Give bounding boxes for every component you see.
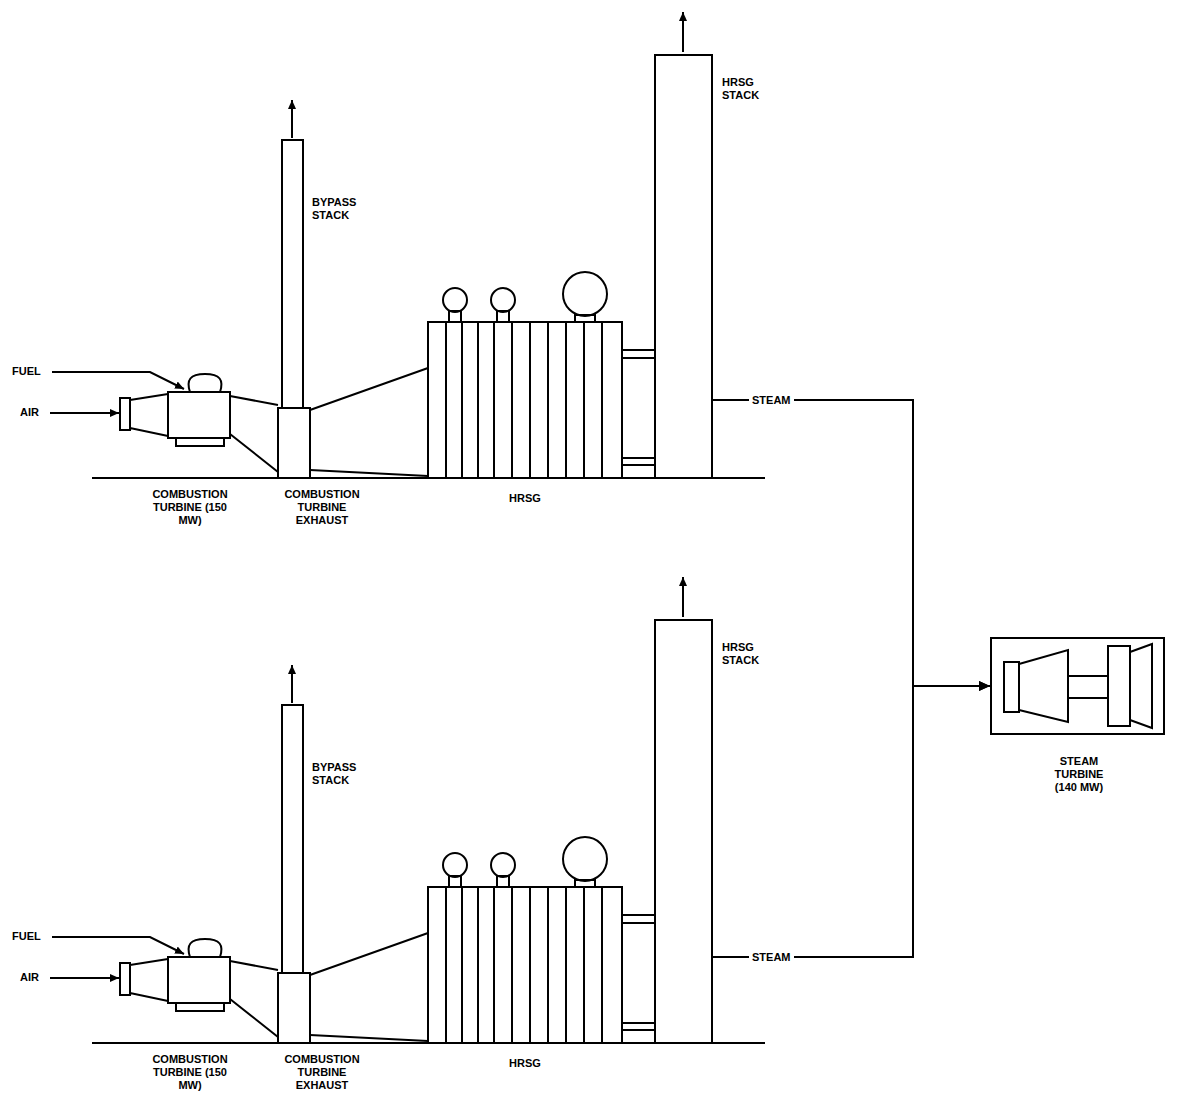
drum-neck xyxy=(575,315,595,322)
exhaust-diffuser xyxy=(310,368,428,476)
hrsg-unit: HRSG xyxy=(428,887,712,1097)
turbine-exhaust-bell xyxy=(1130,644,1152,728)
node-label: COMBUSTION TURBINE (150 MW) xyxy=(145,1053,235,1092)
input-label: FUEL xyxy=(12,930,41,943)
edge-label: STEAM xyxy=(749,394,794,407)
turbine-lp-section xyxy=(1108,646,1130,726)
exhaust-duct xyxy=(278,408,310,478)
steam-turbine-symbol xyxy=(1004,644,1152,728)
turbine-hp-section xyxy=(1019,650,1068,722)
edge-label: STEAM xyxy=(749,951,794,964)
turbine-shaft xyxy=(1068,676,1108,698)
stack-label: BYPASS STACK xyxy=(312,761,368,787)
node-label: HRSG xyxy=(428,1057,622,1070)
node-label: HRSG xyxy=(428,492,622,505)
turbine-dome xyxy=(189,374,222,392)
stack-connection xyxy=(622,350,655,465)
exhaust-label: COMBUSTION TURBINE EXHAUST xyxy=(277,1053,367,1092)
turbine-hp-end xyxy=(1004,662,1019,712)
generating-unit xyxy=(50,12,765,478)
stack-label: HRSG STACK xyxy=(722,76,778,102)
stack-label: HRSG STACK xyxy=(722,641,778,667)
bypass-stack xyxy=(282,140,303,408)
hrsg-stack xyxy=(655,55,712,478)
steam-line xyxy=(712,400,990,686)
turbine-transition xyxy=(230,396,278,472)
steam-drum xyxy=(563,272,607,316)
stack-flow-arrow xyxy=(682,12,684,52)
turbine-inlet xyxy=(120,394,168,436)
input-label: FUEL xyxy=(12,365,41,378)
node-label: COMBUSTION TURBINE (150 MW) xyxy=(145,488,235,527)
turbine-body xyxy=(168,392,230,438)
hrsg-modules xyxy=(446,322,602,478)
node-label: STEAM TURBINE (140 MW) xyxy=(1044,755,1114,794)
stack-flow-arrow xyxy=(291,100,293,138)
exhaust-label: COMBUSTION TURBINE EXHAUST xyxy=(277,488,367,527)
steam-drum xyxy=(443,288,467,312)
air-arrow xyxy=(50,412,119,414)
input-label: AIR xyxy=(20,971,39,984)
steam-drum xyxy=(491,288,515,312)
input-label: AIR xyxy=(20,406,39,419)
hrsg-casing xyxy=(428,322,622,478)
combustion-turbine: COMBUSTION TURBINE (150 MW) xyxy=(120,380,260,448)
turbine-base xyxy=(176,438,224,446)
steam-turbine-box: STEAM TURBINE (140 MW) xyxy=(990,637,1165,735)
drum-neck xyxy=(449,311,461,322)
connection-lines xyxy=(622,358,655,458)
fuel-arrow xyxy=(52,372,184,389)
stack-label: BYPASS STACK xyxy=(312,196,368,222)
drum-neck xyxy=(497,311,509,322)
hrsg-unit: HRSG xyxy=(428,322,712,532)
steam-line xyxy=(712,686,990,957)
generating-unit-copy xyxy=(50,577,765,1043)
combustion-turbine: COMBUSTION TURBINE (150 MW) xyxy=(120,945,260,1013)
